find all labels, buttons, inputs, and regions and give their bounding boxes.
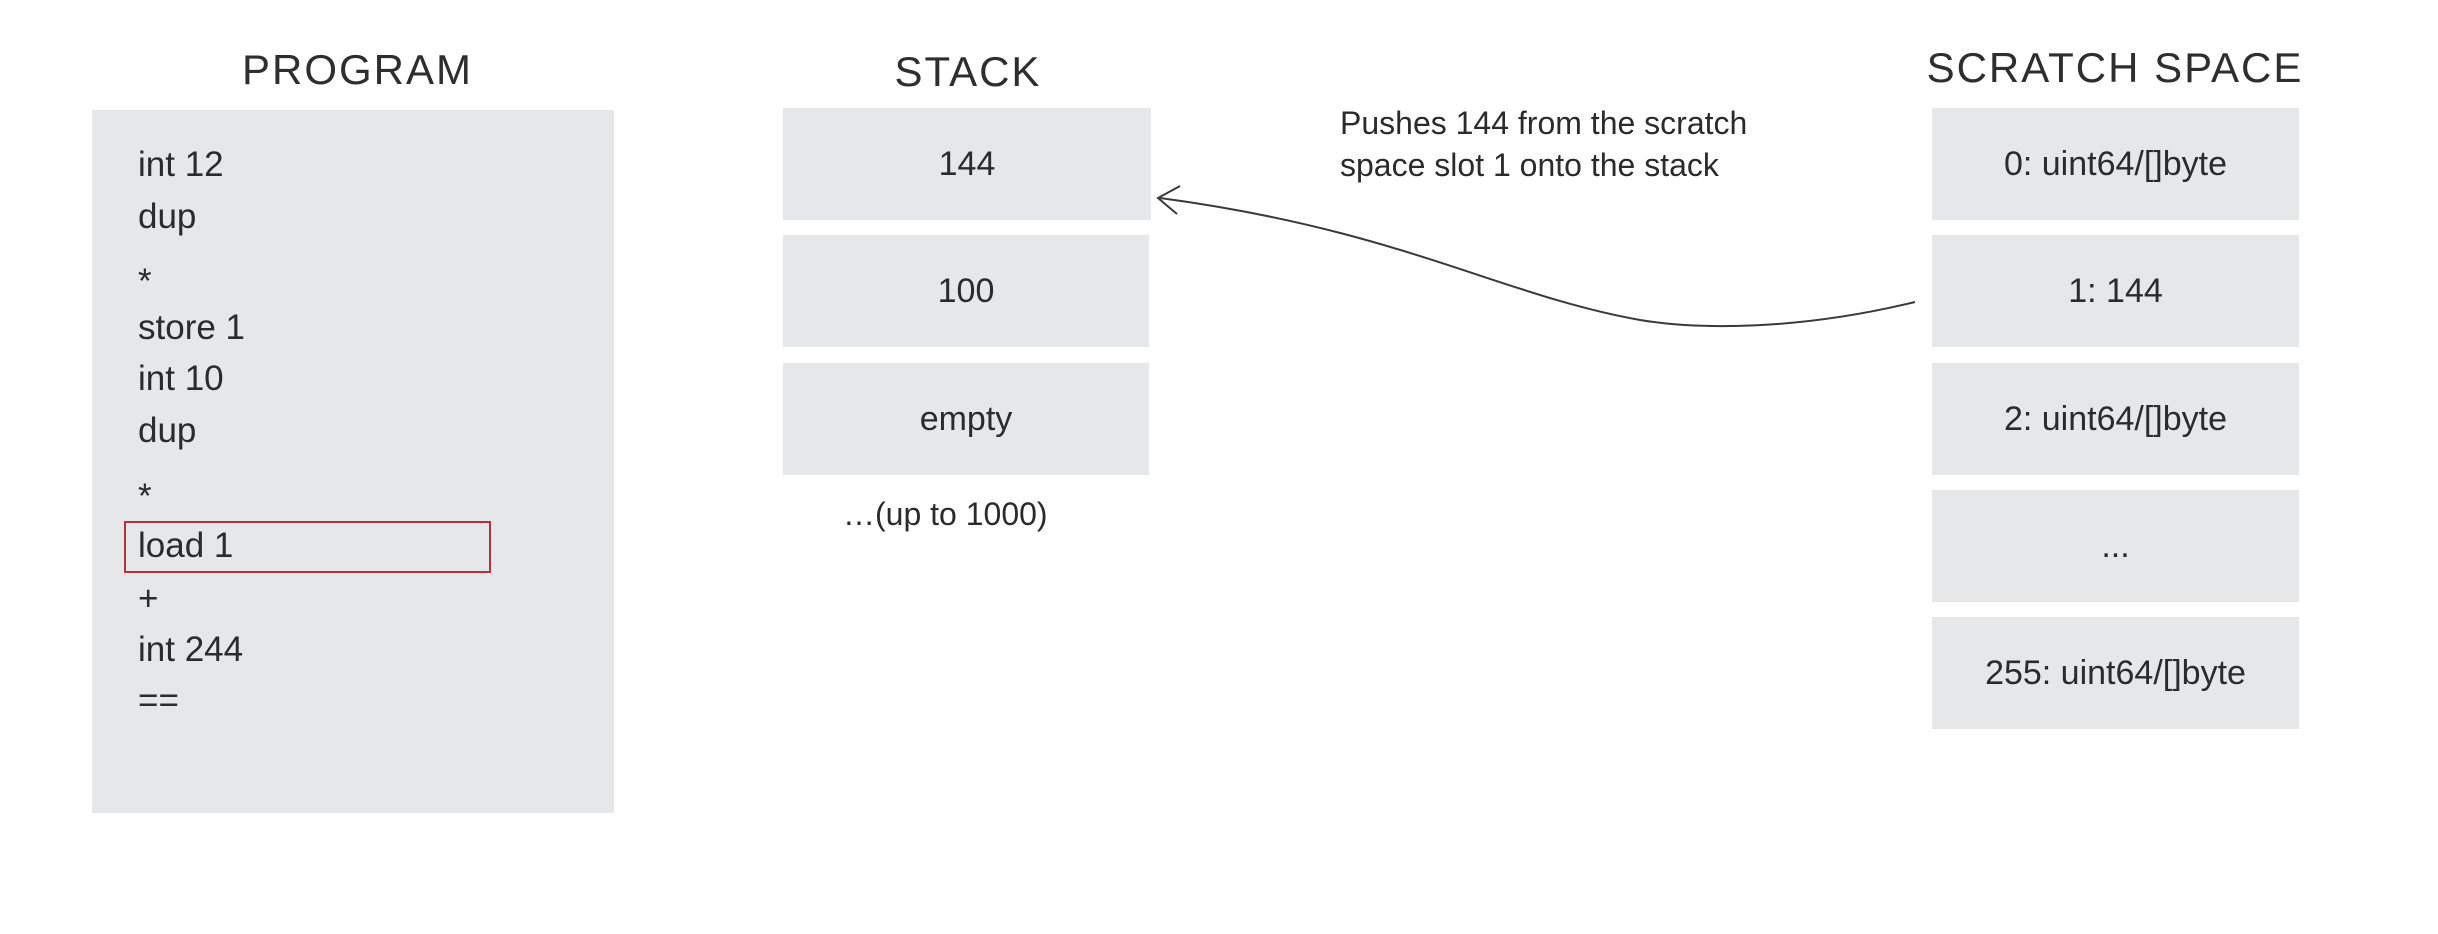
annotation-line-2: space slot 1 onto the stack	[1340, 147, 1719, 183]
scratch-slot: 255: uint64/[]byte	[1932, 617, 2299, 729]
scratch-title: SCRATCH SPACE	[1926, 44, 2304, 91]
scratch-slot: ...	[1932, 490, 2299, 602]
arrowhead-icon	[1156, 185, 1181, 215]
program-line: store 1	[138, 308, 245, 347]
arrow-curve	[1159, 197, 1916, 328]
stack-slot: 144	[783, 108, 1151, 220]
program-panel	[92, 110, 614, 813]
stack-capacity-note: …(up to 1000)	[843, 496, 1048, 532]
scratch-slot: 1: 144	[1932, 235, 2299, 347]
program-line: +	[138, 579, 159, 618]
program-title: PROGRAM	[242, 46, 474, 93]
program-line: dup	[138, 411, 197, 450]
annotation-line-1: Pushes 144 from the scratch	[1340, 105, 1748, 141]
program-line: *	[138, 477, 152, 516]
program-line: int 12	[138, 145, 224, 184]
stack-title: STACK	[894, 48, 1042, 95]
stack-slot: 100	[783, 235, 1149, 347]
stack-slot: empty	[783, 363, 1149, 475]
scratch-slot: 2: uint64/[]byte	[1932, 363, 2299, 475]
program-line: int 10	[138, 359, 224, 398]
program-line: *	[138, 262, 152, 301]
program-line: dup	[138, 197, 197, 236]
program-line: ==	[138, 681, 179, 720]
current-instruction-highlight	[124, 521, 491, 573]
scratch-slot: 0: uint64/[]byte	[1932, 108, 2299, 220]
program-line: int 244	[138, 630, 244, 669]
program-line-highlighted: load 1	[138, 526, 234, 565]
